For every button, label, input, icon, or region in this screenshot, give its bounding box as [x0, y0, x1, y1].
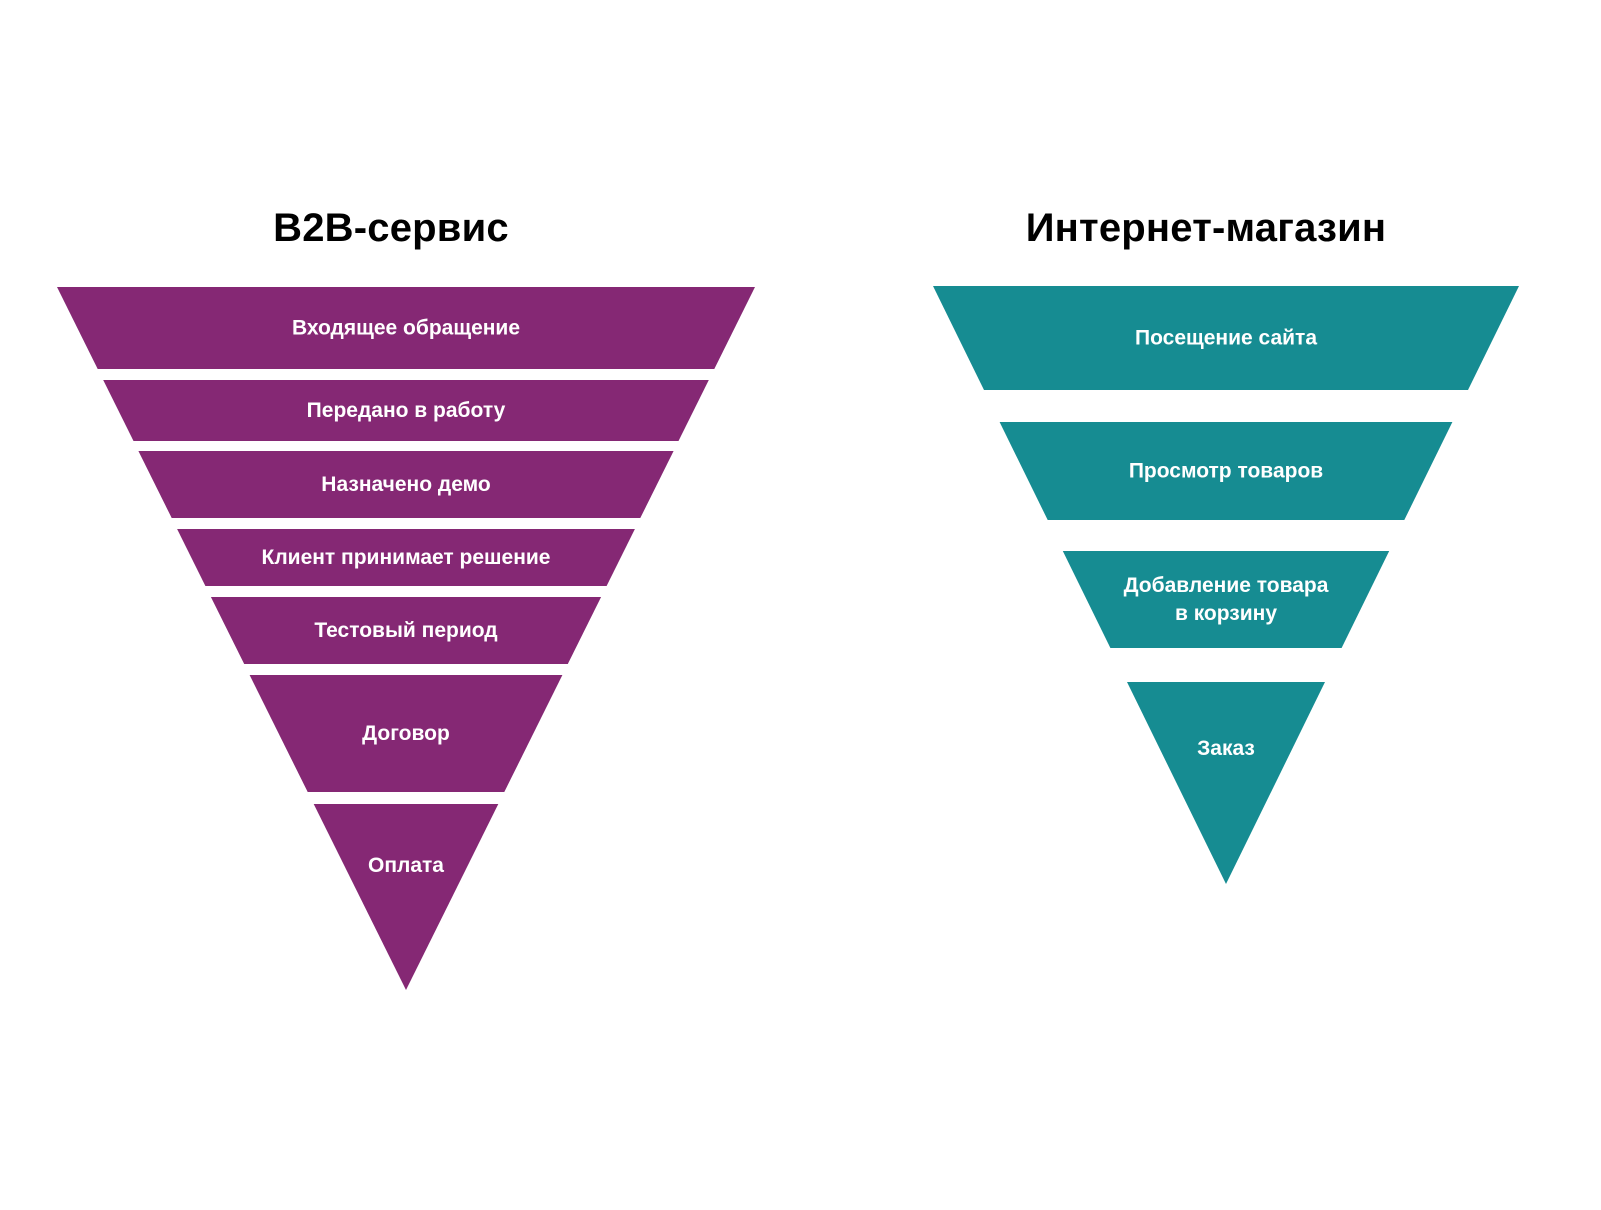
b2b-stage: Назначено демо — [138, 451, 674, 518]
b2b-stage-label: Клиент принимает решение — [262, 546, 551, 569]
b2b-stage-band — [103, 380, 709, 441]
b2b-stage-label: Договор — [362, 722, 450, 745]
b2b-stage-label: Назначено демо — [321, 473, 490, 496]
shop-stage-label-line: Заказ — [1197, 737, 1255, 760]
b2b-stage: Клиент принимает решение — [177, 529, 635, 586]
shop-stage: Заказ — [1127, 682, 1325, 884]
shop-stage-label-line: в корзину — [1175, 602, 1277, 625]
shop-stage-label: Добавление товара в корзину — [1124, 574, 1329, 625]
shop-stage: Просмотр товаров — [999, 422, 1453, 520]
shop-stage-band — [999, 422, 1453, 520]
shop-stage-band — [933, 286, 1519, 390]
b2b-stage-label-line: Клиент принимает решение — [262, 546, 551, 569]
shop-stage-label-line: Посещение сайта — [1135, 327, 1317, 350]
shop-stage-label: Заказ — [1197, 737, 1255, 760]
b2b-stage-band — [177, 529, 635, 586]
b2b-stage-label: Тестовый период — [314, 619, 497, 642]
b2b-stage-label: Передано в работу — [307, 399, 506, 422]
shop-stage: Посещение сайта — [933, 286, 1519, 390]
b2b-stage-label-line: Передано в работу — [307, 399, 506, 422]
b2b-stage-label: Оплата — [368, 854, 444, 877]
b2b-stage: Тестовый период — [210, 597, 602, 664]
shop-stage-band — [1062, 551, 1390, 648]
b2b-stage: Передано в работу — [103, 380, 709, 441]
b2b-stage-label-line: Тестовый период — [314, 619, 497, 642]
b2b-funnel-title: B2B-сервис — [273, 206, 509, 250]
b2b-stage-label-line: Входящее обращение — [292, 317, 520, 340]
shop-stage-label-line: Просмотр товаров — [1129, 460, 1323, 483]
b2b-stage-label-line: Оплата — [368, 854, 444, 877]
b2b-stage: Входящее обращение — [57, 287, 755, 369]
b2b-stage-label-line: Назначено демо — [321, 473, 490, 496]
shop-stage-label-line: Добавление товара — [1124, 574, 1329, 597]
b2b-stage-band — [249, 675, 563, 792]
shop-stage-label: Посещение сайта — [1135, 327, 1317, 350]
shop-funnel-title: Интернет-магазин — [1025, 206, 1387, 250]
shop-stage-band — [1127, 682, 1325, 884]
shop-stage-label: Просмотр товаров — [1129, 460, 1323, 483]
b2b-stage-band — [57, 287, 755, 369]
b2b-stage-band — [210, 597, 602, 664]
b2b-stage-band — [313, 804, 499, 990]
b2b-stage-band — [138, 451, 674, 518]
b2b-stage: Договор — [249, 675, 563, 792]
b2b-stage: Оплата — [313, 804, 499, 990]
shop-stage: Добавление товара в корзину — [1062, 551, 1390, 648]
b2b-stage-label: Входящее обращение — [292, 317, 520, 340]
b2b-stage-label-line: Договор — [362, 722, 450, 745]
